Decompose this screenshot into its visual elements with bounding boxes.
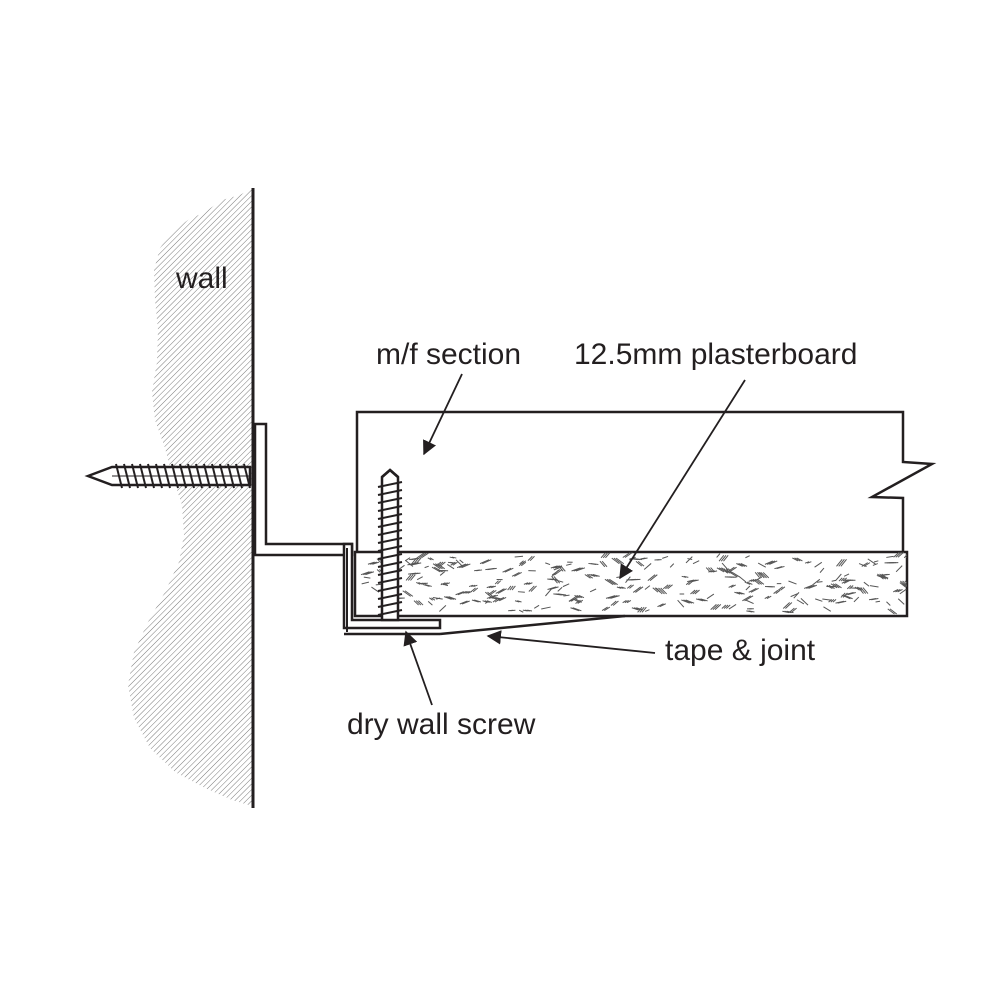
wall-angle-bracket	[253, 422, 354, 557]
ceiling-void-outline	[355, 410, 937, 552]
drywall-screw	[377, 468, 403, 622]
plasterboard-label: 12.5mm plasterboard	[574, 338, 858, 371]
mf-section-leader	[423, 373, 463, 456]
mf-section-label: m/f section	[376, 338, 522, 371]
wall-hatch	[128, 188, 252, 806]
drywall-screw-label: dry wall screw	[347, 708, 536, 741]
tape-joint-line	[439, 614, 626, 636]
drywall-screw-leader	[403, 630, 433, 706]
plasterboard-section	[353, 550, 909, 618]
tape-joint-leader	[486, 630, 656, 654]
tape-joint-label: tape & joint	[665, 634, 816, 667]
wall-screw	[84, 463, 252, 489]
mf-section-profile	[342, 542, 442, 630]
plasterboard-leader	[619, 379, 746, 580]
wall-label: wall	[176, 262, 228, 295]
